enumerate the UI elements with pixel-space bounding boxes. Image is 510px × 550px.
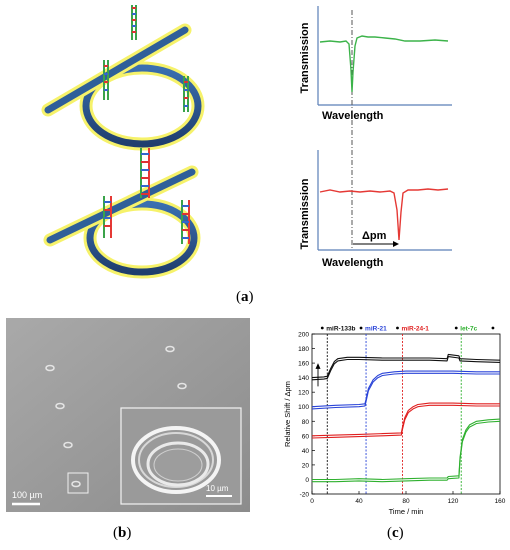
marker-label: let-7c bbox=[460, 326, 477, 333]
marker-dot bbox=[320, 326, 324, 330]
spectrum-bottom bbox=[317, 150, 452, 251]
y-tick-label: 160 bbox=[298, 361, 309, 368]
scalebar-inset-label: 10 µm bbox=[206, 484, 229, 493]
marker-label: miR-24-1 bbox=[401, 326, 429, 333]
x-tick-label: 40 bbox=[355, 498, 363, 505]
marker-label: miR-21 bbox=[365, 326, 387, 333]
caption-a: (a) bbox=[236, 289, 254, 305]
dna-duplex bbox=[103, 196, 112, 238]
y-tick-label: 60 bbox=[302, 433, 310, 440]
dna-duplex bbox=[140, 148, 150, 198]
y-tick-label: 120 bbox=[298, 390, 309, 397]
dna-probe bbox=[103, 60, 109, 100]
microring bbox=[45, 345, 187, 488]
panel-a-illustration: Transmission Wavelength Transmission Δpm… bbox=[41, 5, 452, 279]
y-tick-label: 20 bbox=[302, 462, 310, 469]
dna-probe bbox=[131, 5, 137, 40]
marker-dot bbox=[359, 326, 363, 330]
x-tick-label: 120 bbox=[448, 498, 459, 505]
caption-b: (b) bbox=[113, 525, 132, 541]
marker-dot bbox=[454, 326, 458, 330]
sem-image: 100 µm 10 µm bbox=[6, 318, 250, 512]
inset-zoom bbox=[120, 407, 242, 505]
y-tick-label: 40 bbox=[302, 448, 310, 455]
y-tick-label: 0 bbox=[305, 477, 309, 484]
spectrum-top bbox=[317, 6, 452, 250]
spectrum-bottom-ylabel: Transmission bbox=[299, 178, 311, 249]
x-tick-label: 160 bbox=[495, 498, 506, 505]
series-line bbox=[311, 353, 501, 379]
series-line bbox=[311, 356, 501, 381]
marker-label: miR-133b bbox=[326, 326, 355, 333]
ring-resonator-bottom bbox=[43, 148, 201, 279]
series-line bbox=[312, 418, 501, 481]
series-line bbox=[311, 404, 500, 439]
y-tick-label: 140 bbox=[298, 375, 309, 382]
series-line bbox=[311, 370, 500, 408]
y-tick-label: 200 bbox=[298, 332, 309, 339]
spectrum-top-ylabel: Transmission bbox=[299, 22, 311, 93]
marker-dot bbox=[396, 326, 399, 330]
series-line bbox=[311, 402, 500, 437]
series-line bbox=[312, 420, 501, 483]
y-tick-label: 100 bbox=[298, 404, 309, 411]
marker-dot bbox=[491, 326, 495, 330]
dna-probe bbox=[183, 76, 189, 112]
x-tick-label: 0 bbox=[310, 498, 314, 505]
spectrum-shift-label: Δpm bbox=[362, 230, 387, 242]
dna-duplex bbox=[181, 200, 190, 244]
selection-box bbox=[67, 472, 89, 494]
y-axis-label: Relative Shift / Δpm bbox=[283, 381, 292, 447]
x-tick-label: 80 bbox=[402, 498, 410, 505]
trend-arrow-head bbox=[315, 363, 321, 369]
y-tick-label: 80 bbox=[302, 419, 310, 426]
y-tick-label: -20 bbox=[300, 492, 310, 499]
y-tick-label: 180 bbox=[298, 346, 309, 353]
spectrum-top-xlabel: Wavelength bbox=[322, 110, 384, 122]
caption-c: (c) bbox=[387, 525, 404, 541]
scalebar-main-label: 100 µm bbox=[12, 490, 42, 500]
spectrum-bottom-xlabel: Wavelength bbox=[322, 257, 384, 269]
ring-resonator-top bbox=[41, 5, 205, 151]
x-axis-label: Time / min bbox=[389, 507, 424, 516]
series-line bbox=[311, 372, 500, 410]
